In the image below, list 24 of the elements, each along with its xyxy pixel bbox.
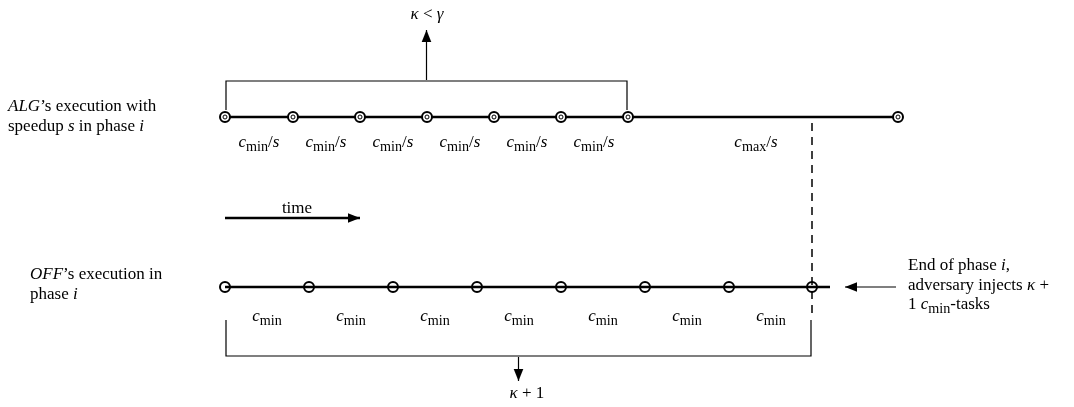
duration-label: c$_{min}$ <box>672 306 702 329</box>
arrow <box>513 356 524 382</box>
duration-label: c$_{min}$/s <box>439 132 481 155</box>
duration-label: c$_{max}$/s <box>734 132 778 155</box>
row-label: OFF’s execution in phase i <box>30 264 164 304</box>
duration-label: c$_{min}$/s <box>506 132 548 155</box>
annotation-text: End of phase i, adversary injects κ + 1 c$_{min}$-tasks <box>908 255 1058 321</box>
duration-label: c$_{min}$ <box>420 306 450 329</box>
duration-label: c$_{min}$/s <box>238 132 280 155</box>
duration-label: c$_{min}$ <box>504 306 534 329</box>
arrow <box>844 282 897 292</box>
bracket <box>225 80 628 110</box>
annotation-text: κ + 1 <box>500 383 554 405</box>
axis-label: time <box>281 198 313 218</box>
duration-label: c$_{min}$/s <box>573 132 615 155</box>
arrow <box>421 29 432 81</box>
annotation-text: κ < γ <box>387 4 467 28</box>
duration-label: c$_{min}$/s <box>372 132 414 155</box>
duration-label: c$_{min}$/s <box>305 132 347 155</box>
duration-label: c$_{min}$ <box>756 306 786 329</box>
duration-label: c$_{min}$ <box>588 306 618 329</box>
duration-label: c$_{min}$ <box>252 306 282 329</box>
duration-label: c$_{min}$ <box>336 306 366 329</box>
row-label: ALG’s execution with speedup s in phase i <box>8 96 158 136</box>
